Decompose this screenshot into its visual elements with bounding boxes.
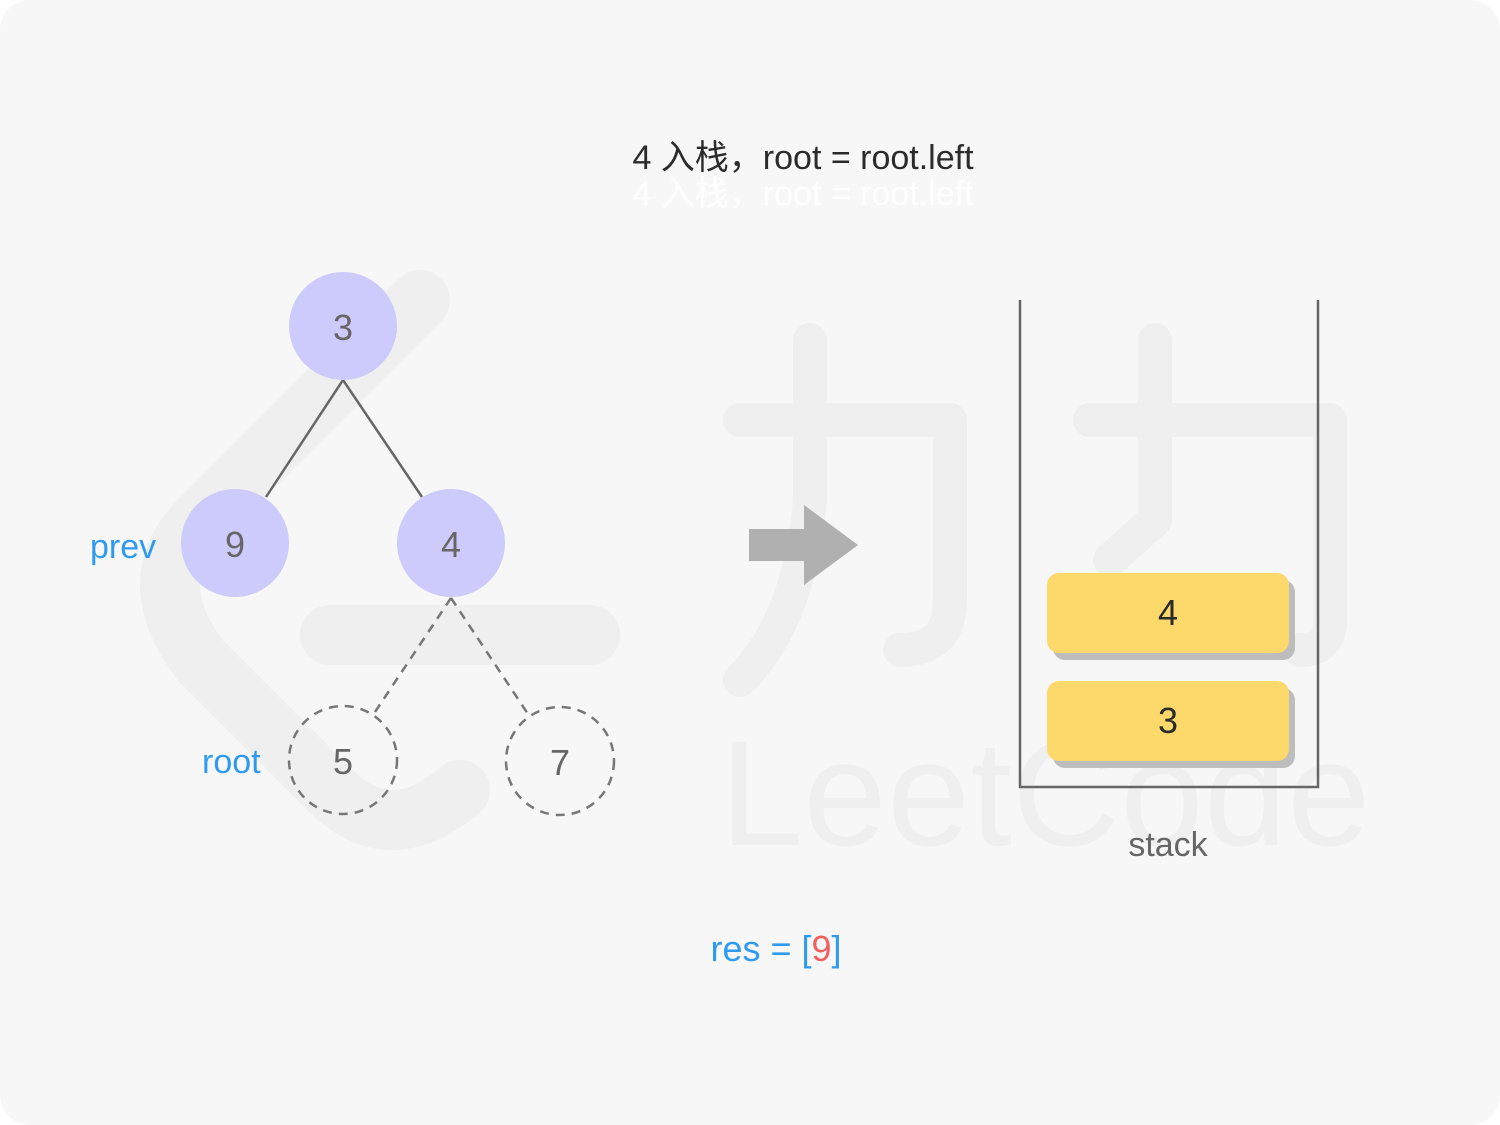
svg-text:7: 7 [550, 742, 570, 783]
edge-3-9 [264, 379, 345, 498]
tree-node-9: 9 [181, 489, 289, 597]
stack-label: stack [1128, 826, 1208, 864]
result-suffix: ] [831, 928, 842, 969]
svg-text:4: 4 [441, 524, 461, 565]
stack-item-top: 4 [1047, 573, 1289, 653]
edge-4-5 [373, 597, 453, 713]
tree-node-5-null: 5 [287, 704, 399, 816]
result-prefix: res = [ [710, 928, 812, 969]
tree-node-3: 3 [289, 272, 397, 380]
edge-4-7 [449, 597, 530, 715]
edge-3-4 [341, 379, 424, 498]
prev-pointer-label: prev [90, 528, 157, 566]
stack-container [1018, 300, 1320, 789]
svg-text:9: 9 [225, 524, 245, 565]
svg-text:3: 3 [333, 307, 353, 348]
svg-text:5: 5 [333, 741, 353, 782]
step-title: 4 入栈，root = root.left [632, 139, 974, 177]
tree-node-7-null: 7 [504, 705, 616, 817]
step-title-reflection: 4 入栈，root = root.left [632, 175, 974, 213]
tree-node-4: 4 [397, 489, 505, 597]
stack-item-bottom: 3 [1047, 681, 1289, 761]
root-pointer-label: root [202, 743, 261, 781]
right-arrow-icon [749, 505, 858, 585]
result-array: res = [9] [0, 928, 1500, 970]
result-value: 9 [811, 928, 832, 969]
